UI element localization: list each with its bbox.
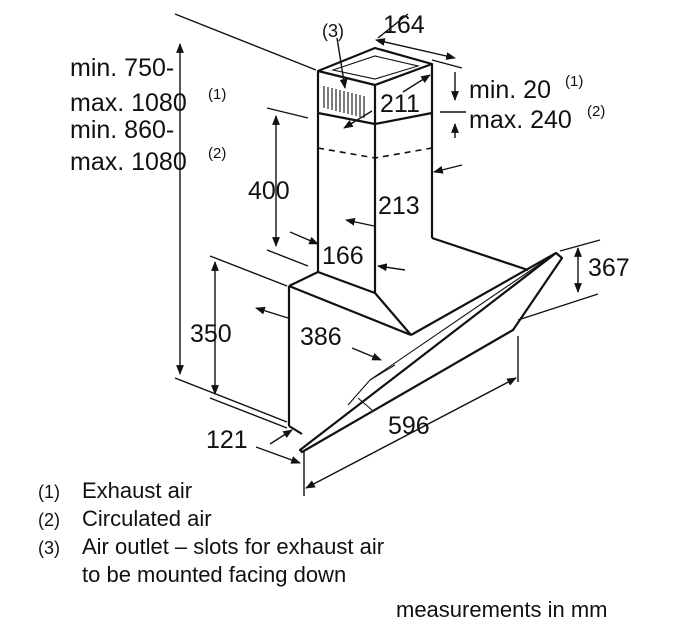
chimney-height-ref: (1) bbox=[208, 86, 226, 103]
hood-front-offset-label: 121 bbox=[206, 426, 248, 454]
chimney-height-alt-line1: min. 860- bbox=[70, 116, 174, 144]
offset-min-ref: (1) bbox=[565, 73, 583, 90]
chimney-top-depth-label: 164 bbox=[383, 11, 425, 39]
outlet-ref-label: (3) bbox=[322, 21, 344, 41]
legend-text-3-line2: to be mounted facing down bbox=[82, 562, 346, 587]
chimney-lower-depth-label: 166 bbox=[322, 242, 364, 270]
legend-text-3: Air outlet – slots for exhaust air bbox=[82, 534, 384, 559]
units-note: measurements in mm bbox=[396, 597, 608, 622]
legend: (1) Exhaust air (2) Circulated air (3) A… bbox=[38, 478, 384, 587]
hood-height-label: 350 bbox=[190, 320, 232, 348]
hood-body bbox=[287, 236, 557, 435]
offset-min-label: min. 20 bbox=[469, 76, 551, 104]
hood-drawing bbox=[287, 46, 564, 454]
chimney-height-line2: max. 1080 bbox=[70, 89, 187, 117]
lower-chimney bbox=[316, 113, 434, 295]
offset-max-ref: (2) bbox=[587, 103, 605, 120]
glass-height-label: 367 bbox=[588, 254, 630, 282]
chimney-lower-height-label: 400 bbox=[248, 177, 290, 205]
offset-max-label: max. 240 bbox=[469, 106, 572, 134]
legend-text-2: Circulated air bbox=[82, 506, 212, 531]
chimney-lower-width-label: 213 bbox=[378, 192, 420, 220]
dimension-labels: min. 750- max. 1080 (1) min. 860- max. 1… bbox=[70, 11, 630, 454]
hood-width-label: 596 bbox=[388, 412, 430, 440]
legend-number-2: (2) bbox=[38, 510, 60, 530]
chimney-height-alt-ref: (2) bbox=[208, 145, 226, 162]
legend-number-1: (1) bbox=[38, 482, 60, 502]
chimney-height-alt-line2: max. 1080 bbox=[70, 148, 187, 176]
legend-text-1: Exhaust air bbox=[82, 478, 192, 503]
legend-number-3: (3) bbox=[38, 538, 60, 558]
exhaust-slots-grille bbox=[323, 86, 365, 118]
hood-depth-label: 386 bbox=[300, 323, 342, 351]
chimney-top-width-label: 211 bbox=[380, 90, 420, 118]
chimney-height-line1: min. 750- bbox=[70, 54, 174, 82]
dimension-lines bbox=[174, 13, 601, 496]
